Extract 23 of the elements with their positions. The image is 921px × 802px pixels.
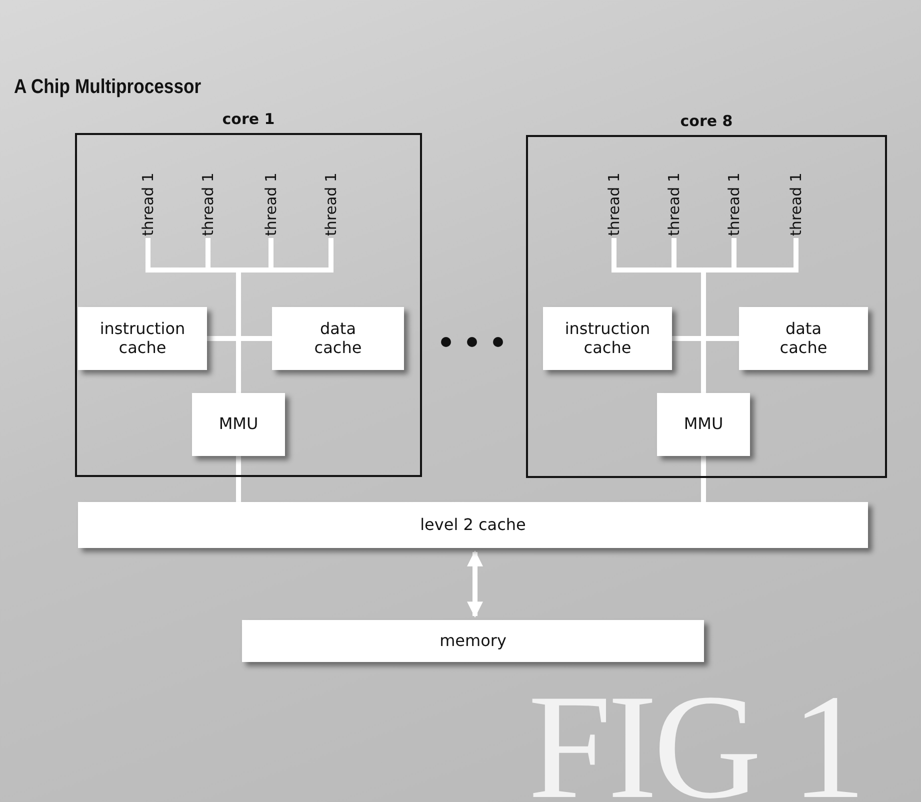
cache-box: data cache bbox=[739, 307, 868, 370]
cache-box: MMU bbox=[657, 393, 750, 456]
thread-label: thread 1 bbox=[137, 150, 159, 236]
thread-label: thread 1 bbox=[723, 150, 745, 236]
double-arrow bbox=[467, 550, 483, 618]
thread-label: thread 1 bbox=[663, 150, 685, 236]
cache-box: data cache bbox=[272, 307, 404, 370]
memory-box: memory bbox=[242, 620, 704, 662]
thread-label: thread 1 bbox=[320, 150, 342, 236]
thread-label: thread 1 bbox=[603, 150, 625, 236]
connector-line bbox=[236, 456, 241, 502]
core-heading: core 8 bbox=[679, 112, 734, 130]
thread-label: thread 1 bbox=[197, 150, 219, 236]
memory-box: level 2 cache bbox=[78, 502, 868, 548]
thread-label: thread 1 bbox=[785, 150, 807, 236]
cache-box: MMU bbox=[192, 393, 285, 456]
thread-label: thread 1 bbox=[260, 150, 282, 236]
core-heading: core 1 bbox=[221, 110, 276, 128]
cache-box: instruction cache bbox=[543, 307, 672, 370]
cache-box: instruction cache bbox=[78, 307, 207, 370]
diagram-title: A Chip Multiprocessor bbox=[14, 76, 202, 99]
figure-number: FIG 1 bbox=[528, 672, 862, 802]
connector-line bbox=[701, 456, 706, 502]
